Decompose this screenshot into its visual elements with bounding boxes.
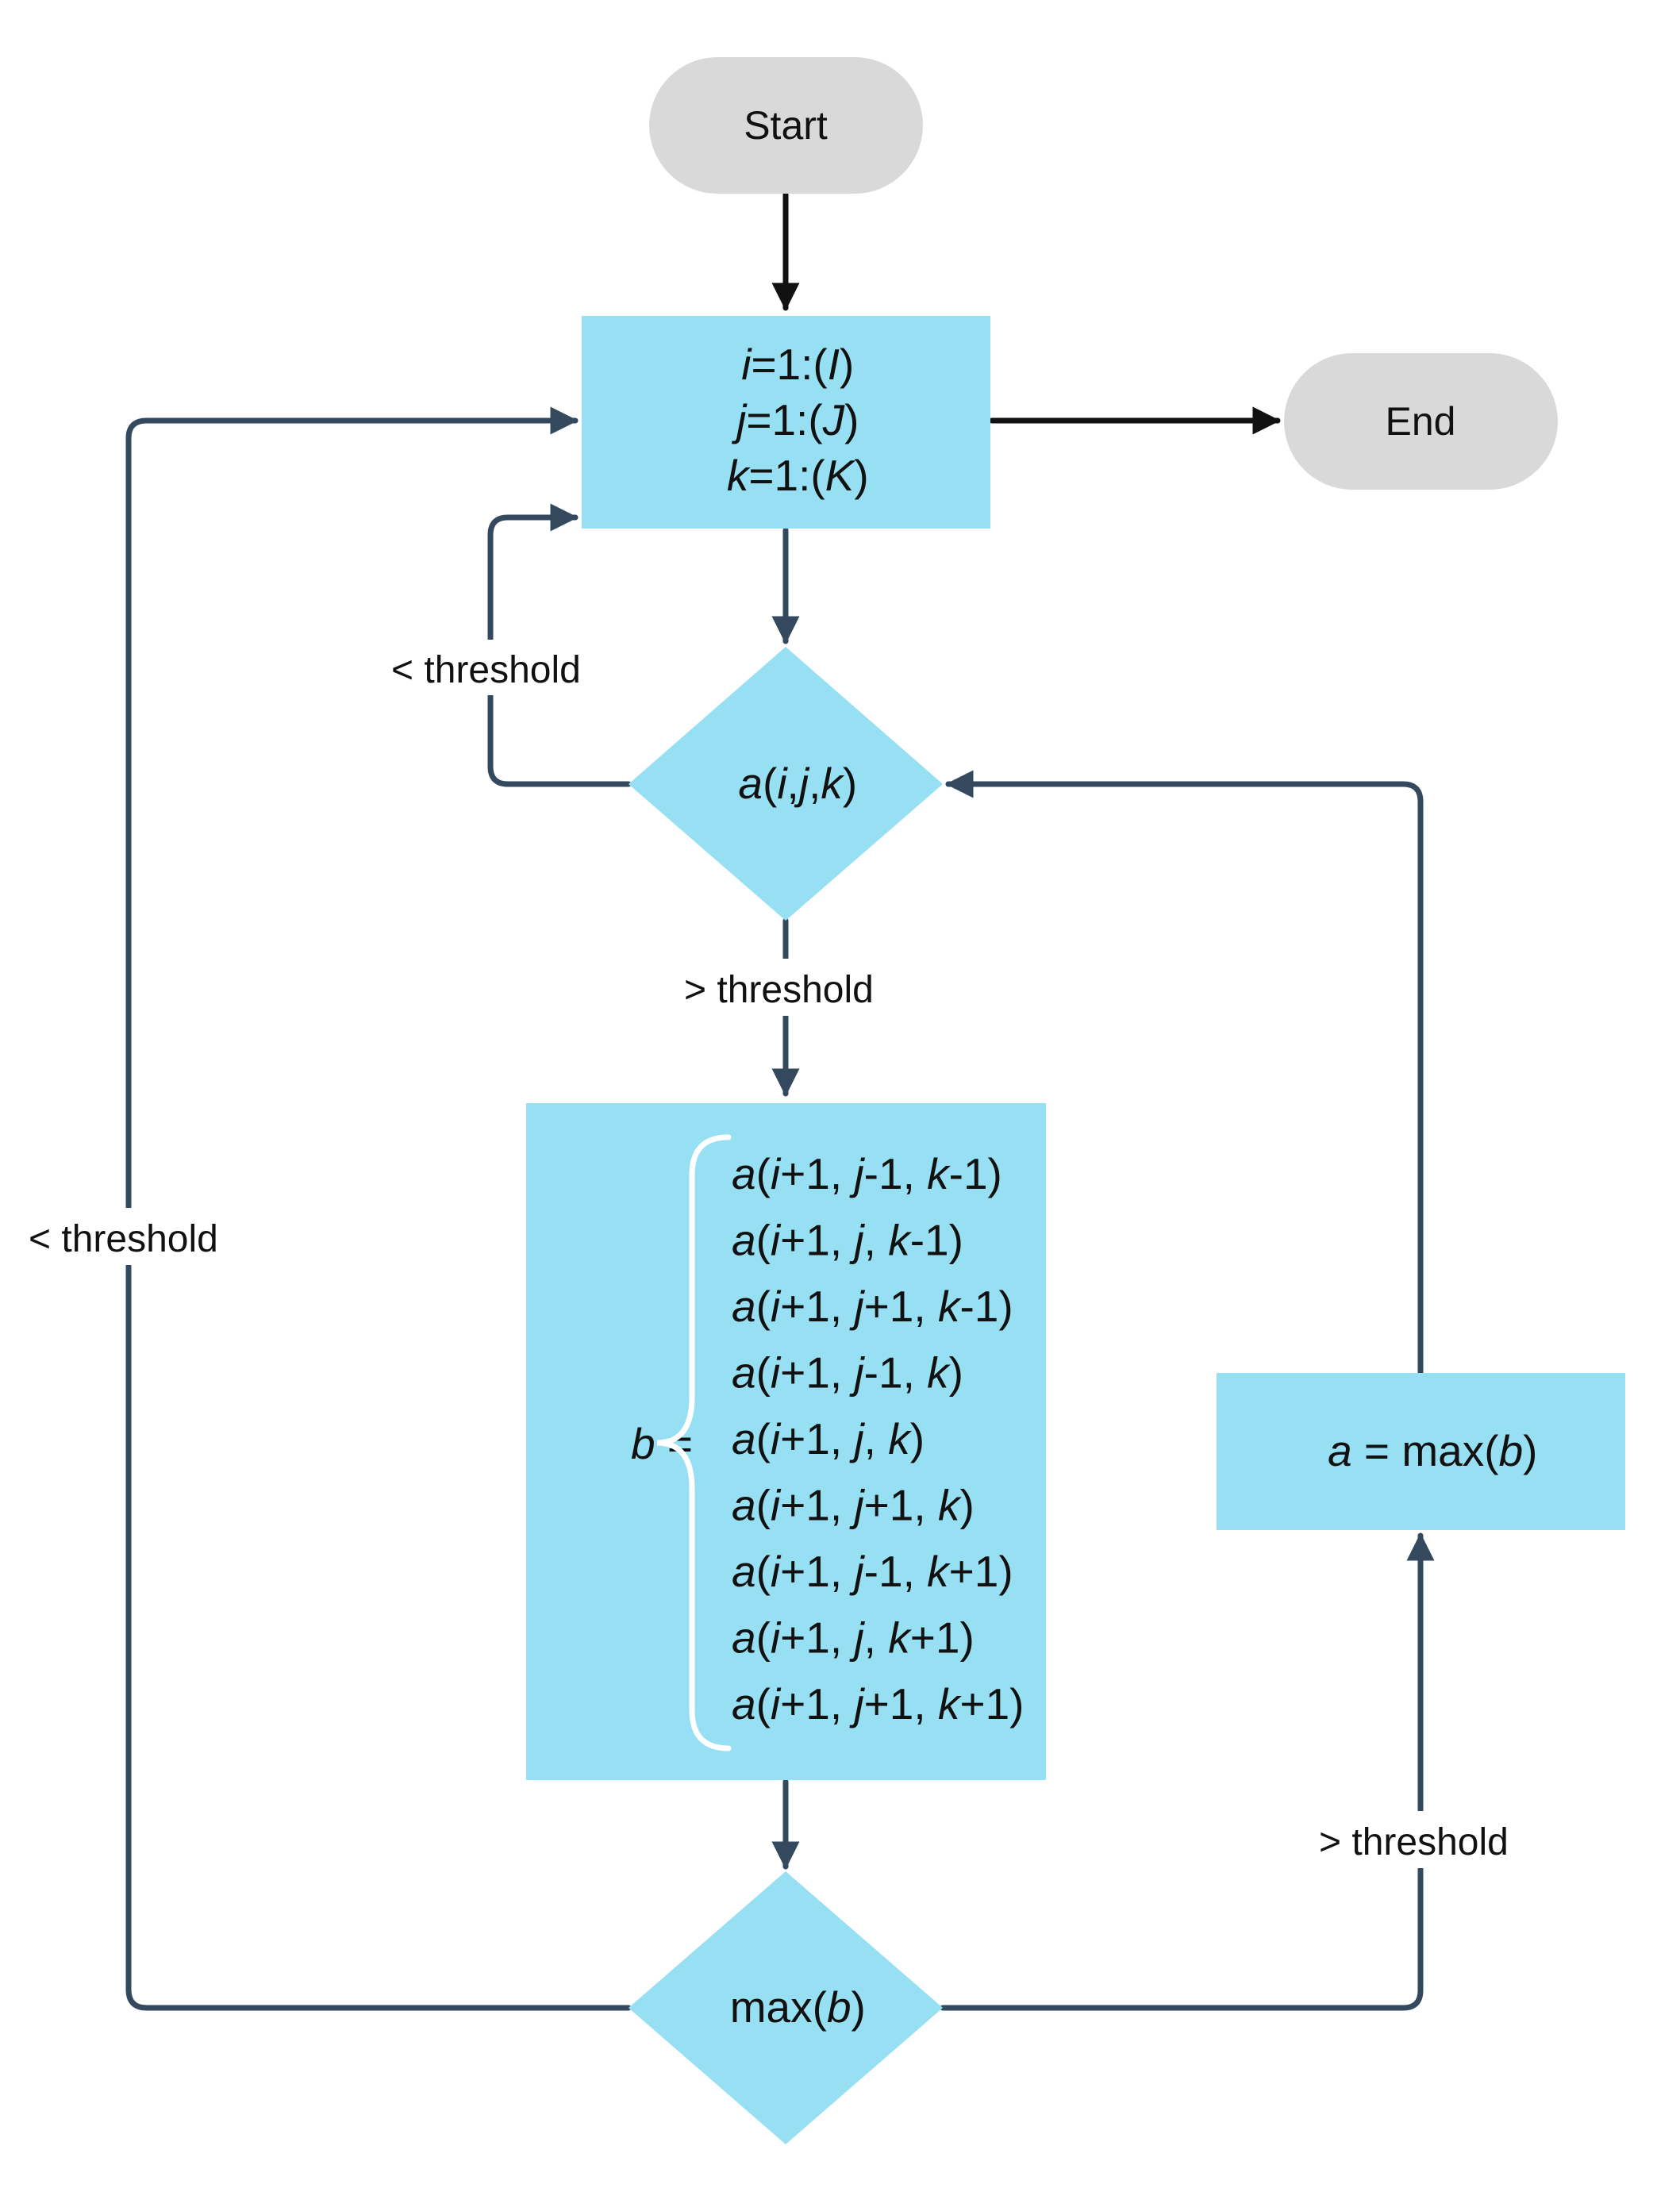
end-node: End <box>1284 353 1558 490</box>
loop-process <box>582 316 990 529</box>
decision-a-node: a(i,j,k) <box>629 647 943 921</box>
loop-k-range: k=1:(K) <box>642 451 929 500</box>
edge-label-loop-back: < threshold <box>391 649 581 691</box>
edge-label-bg <box>681 959 890 1016</box>
b-term: a(i+1, j+1, k) <box>732 1481 975 1530</box>
assign-box: a = max(b) <box>1217 1373 1625 1530</box>
decision-a-label: a(i,j,k) <box>653 759 917 808</box>
b-terms-list: a(i+1, j-1, k-1) a(i+1, j, k-1) a(i+1, j+1… <box>732 1149 1024 1728</box>
edges <box>125 191 1435 2011</box>
decision-a-diamond <box>629 647 943 921</box>
edge-label-bg <box>1316 1811 1525 1868</box>
edge-labels: < threshold > threshold < threshold > th… <box>24 640 1525 1868</box>
end-label: End <box>1386 399 1456 444</box>
b-brace <box>656 1134 732 1751</box>
start-terminal <box>649 57 923 194</box>
decision-max-label: max(b) <box>645 1982 927 2032</box>
b-box: b = a(i+1, j-1, k-1)a(i+1, j, k-1)a(i+1,… <box>526 1103 1046 1780</box>
b-term: a(i+1, j, k) <box>732 1414 925 1463</box>
b-equals-label: b = <box>546 1419 753 1468</box>
edge-label-max-right: > threshold <box>1319 1821 1509 1863</box>
edge-max-to-assign <box>940 1532 1435 2011</box>
b-term: a(i+1, j, k-1) <box>732 1216 963 1265</box>
start-label: Start <box>744 103 828 148</box>
decision-max-diamond <box>629 1871 943 2144</box>
edge-label-bg <box>387 640 600 695</box>
b-term: a(i+1, j-1, k-1) <box>732 1149 1002 1198</box>
b-term: a(i+1, j, k+1) <box>732 1613 975 1663</box>
b-term: a(i+1, j+1, k-1) <box>732 1282 1013 1331</box>
decision-max-node: max(b) <box>629 1871 943 2144</box>
b-term: a(i+1, j-1, k) <box>732 1348 963 1398</box>
edge-label-a-below: > threshold <box>684 969 874 1011</box>
b-term: a(i+1, j-1, k+1) <box>732 1547 1013 1596</box>
assign-process <box>1217 1373 1625 1530</box>
start-node: Start <box>649 57 923 194</box>
edge-label-bg <box>24 1208 236 1265</box>
edge-label-max-left: < threshold <box>29 1218 218 1260</box>
b-term: a(i+1, j+1, k+1) <box>732 1679 1024 1728</box>
loop-box: i=1:(I) j=1:(J) k=1:(K) <box>582 316 990 529</box>
loop-i-range: i=1:(I) <box>656 340 915 389</box>
b-process <box>526 1103 1046 1780</box>
end-terminal <box>1284 353 1558 490</box>
loop-j-range: j=1:(J) <box>652 395 920 444</box>
assign-label: a = max(b) <box>1243 1426 1598 1475</box>
edge-assign-to-decision-a <box>945 770 1424 1376</box>
